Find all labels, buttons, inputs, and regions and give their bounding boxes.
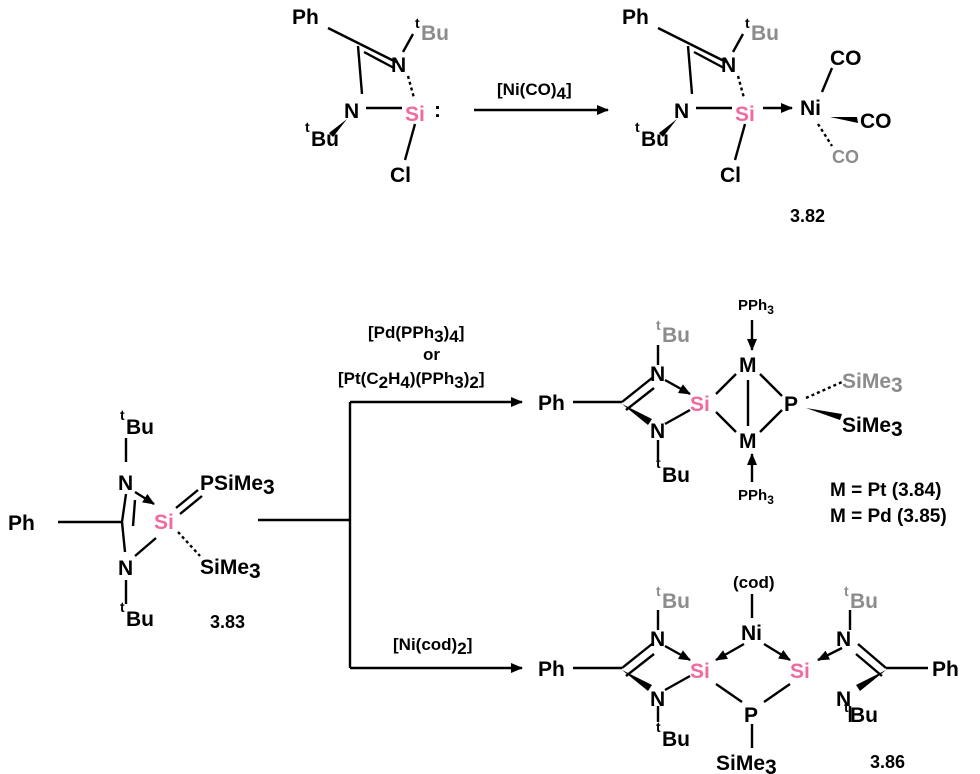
phenyl-label: Ph bbox=[292, 6, 319, 29]
tbu-label: Bu bbox=[662, 590, 690, 613]
silicon-label: Si bbox=[690, 393, 710, 416]
nitrogen-label: N bbox=[118, 472, 133, 495]
tbu-label: Bu bbox=[662, 728, 690, 751]
nitrogen-label: N bbox=[836, 688, 851, 711]
phenyl-label: Ph bbox=[622, 6, 649, 29]
sime3-label: SiMe3 bbox=[200, 556, 261, 583]
tbu-sup: t bbox=[120, 407, 125, 423]
tbu-label: Bu bbox=[850, 590, 878, 613]
silicon-label: Si bbox=[154, 511, 174, 534]
nitrogen-label: N bbox=[650, 688, 665, 711]
metal-pt-compound: M = Pt (3.84) bbox=[830, 480, 941, 501]
tbu-label: Bu bbox=[662, 324, 690, 347]
branching-arrows: [Pd(PPh3)4] or [Pt(C2H4)(PPh3)2] [Ni(cod… bbox=[258, 323, 523, 673]
tbu-sup: t bbox=[656, 455, 661, 471]
compound-3-83: t Bu N Ph Si N PSiMe3 SiMe3 t Bu 3.83 bbox=[8, 407, 275, 632]
tbu-label: Bu bbox=[311, 128, 339, 151]
nickel-label: Ni bbox=[800, 97, 821, 120]
lone-pair-colon: : bbox=[434, 99, 441, 122]
silicon-label: Si bbox=[735, 103, 755, 126]
cod-label: (cod) bbox=[733, 573, 775, 592]
tbu-sup: t bbox=[844, 699, 849, 715]
reagent-pd-pph3-4: [Pd(PPh3)4] bbox=[368, 323, 464, 346]
phenyl-label: Ph bbox=[8, 512, 35, 535]
silicon-label: Si bbox=[690, 660, 710, 683]
starting-silylene: Ph N t Bu N Si : t Bu Cl bbox=[292, 6, 449, 187]
tbu-sup: t bbox=[844, 583, 849, 599]
sime3-label: SiMe3 bbox=[842, 414, 903, 441]
phenyl-label: Ph bbox=[932, 658, 959, 681]
tbu-label: Bu bbox=[641, 128, 669, 151]
psime3-label: PSiMe3 bbox=[200, 472, 275, 499]
nitrogen-label: N bbox=[650, 420, 665, 443]
tbu-label: Bu bbox=[126, 416, 154, 439]
nitrogen-label: N bbox=[118, 557, 133, 580]
chlorine-label: Cl bbox=[720, 164, 741, 187]
nitrogen-label: N bbox=[721, 54, 736, 77]
metal-label: M bbox=[739, 354, 757, 377]
sime3-label: SiMe3 bbox=[716, 752, 777, 774]
pph3-label: PPh3 bbox=[738, 297, 774, 317]
carbonyl-label: CO bbox=[830, 47, 862, 70]
nitrogen-label: N bbox=[650, 628, 665, 651]
tbu-label: Bu bbox=[421, 22, 449, 45]
compound-number-3-83: 3.83 bbox=[210, 612, 245, 632]
tbu-sup: t bbox=[120, 599, 125, 615]
tbu-sup: t bbox=[305, 119, 310, 135]
pph3-label: PPh3 bbox=[738, 487, 774, 507]
tbu-sup: t bbox=[656, 583, 661, 599]
tbu-sup: t bbox=[635, 119, 640, 135]
silicon-label: Si bbox=[405, 103, 425, 126]
nitrogen-label: N bbox=[344, 100, 359, 123]
phenyl-label: Ph bbox=[538, 658, 565, 681]
reagent-ni-co4: [Ni(CO)4] bbox=[497, 80, 572, 103]
nitrogen-label: N bbox=[836, 628, 851, 651]
compound-number-3-86: 3.86 bbox=[870, 752, 905, 772]
metal-pd-compound: M = Pd (3.85) bbox=[830, 506, 947, 527]
nickel-label: Ni bbox=[741, 622, 762, 645]
phosphorus-label: P bbox=[744, 704, 758, 727]
compound-number-3-82: 3.82 bbox=[790, 206, 825, 226]
phenyl-label: Ph bbox=[538, 392, 565, 415]
sime3-label: SiMe3 bbox=[842, 370, 903, 397]
compound-3-86: Ph t Bu N Si N t Bu (cod) Ni P SiMe3 Si … bbox=[538, 573, 959, 774]
nitrogen-label: N bbox=[391, 54, 406, 77]
metal-label: M bbox=[739, 430, 757, 453]
tbu-label: Bu bbox=[662, 464, 690, 487]
phosphorus-label: P bbox=[784, 393, 798, 416]
tbu-label: Bu bbox=[850, 704, 878, 727]
compound-3-82: Ph N t Bu N Si t Bu Cl Ni CO CO CO 3.82 bbox=[622, 6, 892, 226]
reagent-ni-cod2: [Ni(cod)2] bbox=[393, 635, 472, 658]
reagent-or: or bbox=[423, 345, 440, 364]
tbu-sup: t bbox=[415, 15, 420, 31]
tbu-sup: t bbox=[745, 15, 750, 31]
reaction-arrow-1: [Ni(CO)4] bbox=[474, 80, 609, 115]
tbu-sup: t bbox=[656, 317, 661, 333]
carbonyl-label: CO bbox=[860, 110, 892, 133]
chlorine-label: Cl bbox=[390, 164, 411, 187]
tbu-sup: t bbox=[656, 719, 661, 735]
reagent-pt-c2h4: [Pt(C2H4)(PPh3)2] bbox=[338, 369, 485, 392]
nitrogen-label: N bbox=[674, 100, 689, 123]
compound-3-84-3-85: Ph t Bu N Si N t Bu M M PPh3 PPh3 P SiMe… bbox=[538, 297, 947, 527]
carbonyl-label: CO bbox=[832, 147, 859, 167]
nitrogen-label: N bbox=[650, 363, 665, 386]
tbu-label: Bu bbox=[751, 22, 779, 45]
tbu-label: Bu bbox=[126, 608, 154, 631]
silicon-label: Si bbox=[790, 660, 810, 683]
